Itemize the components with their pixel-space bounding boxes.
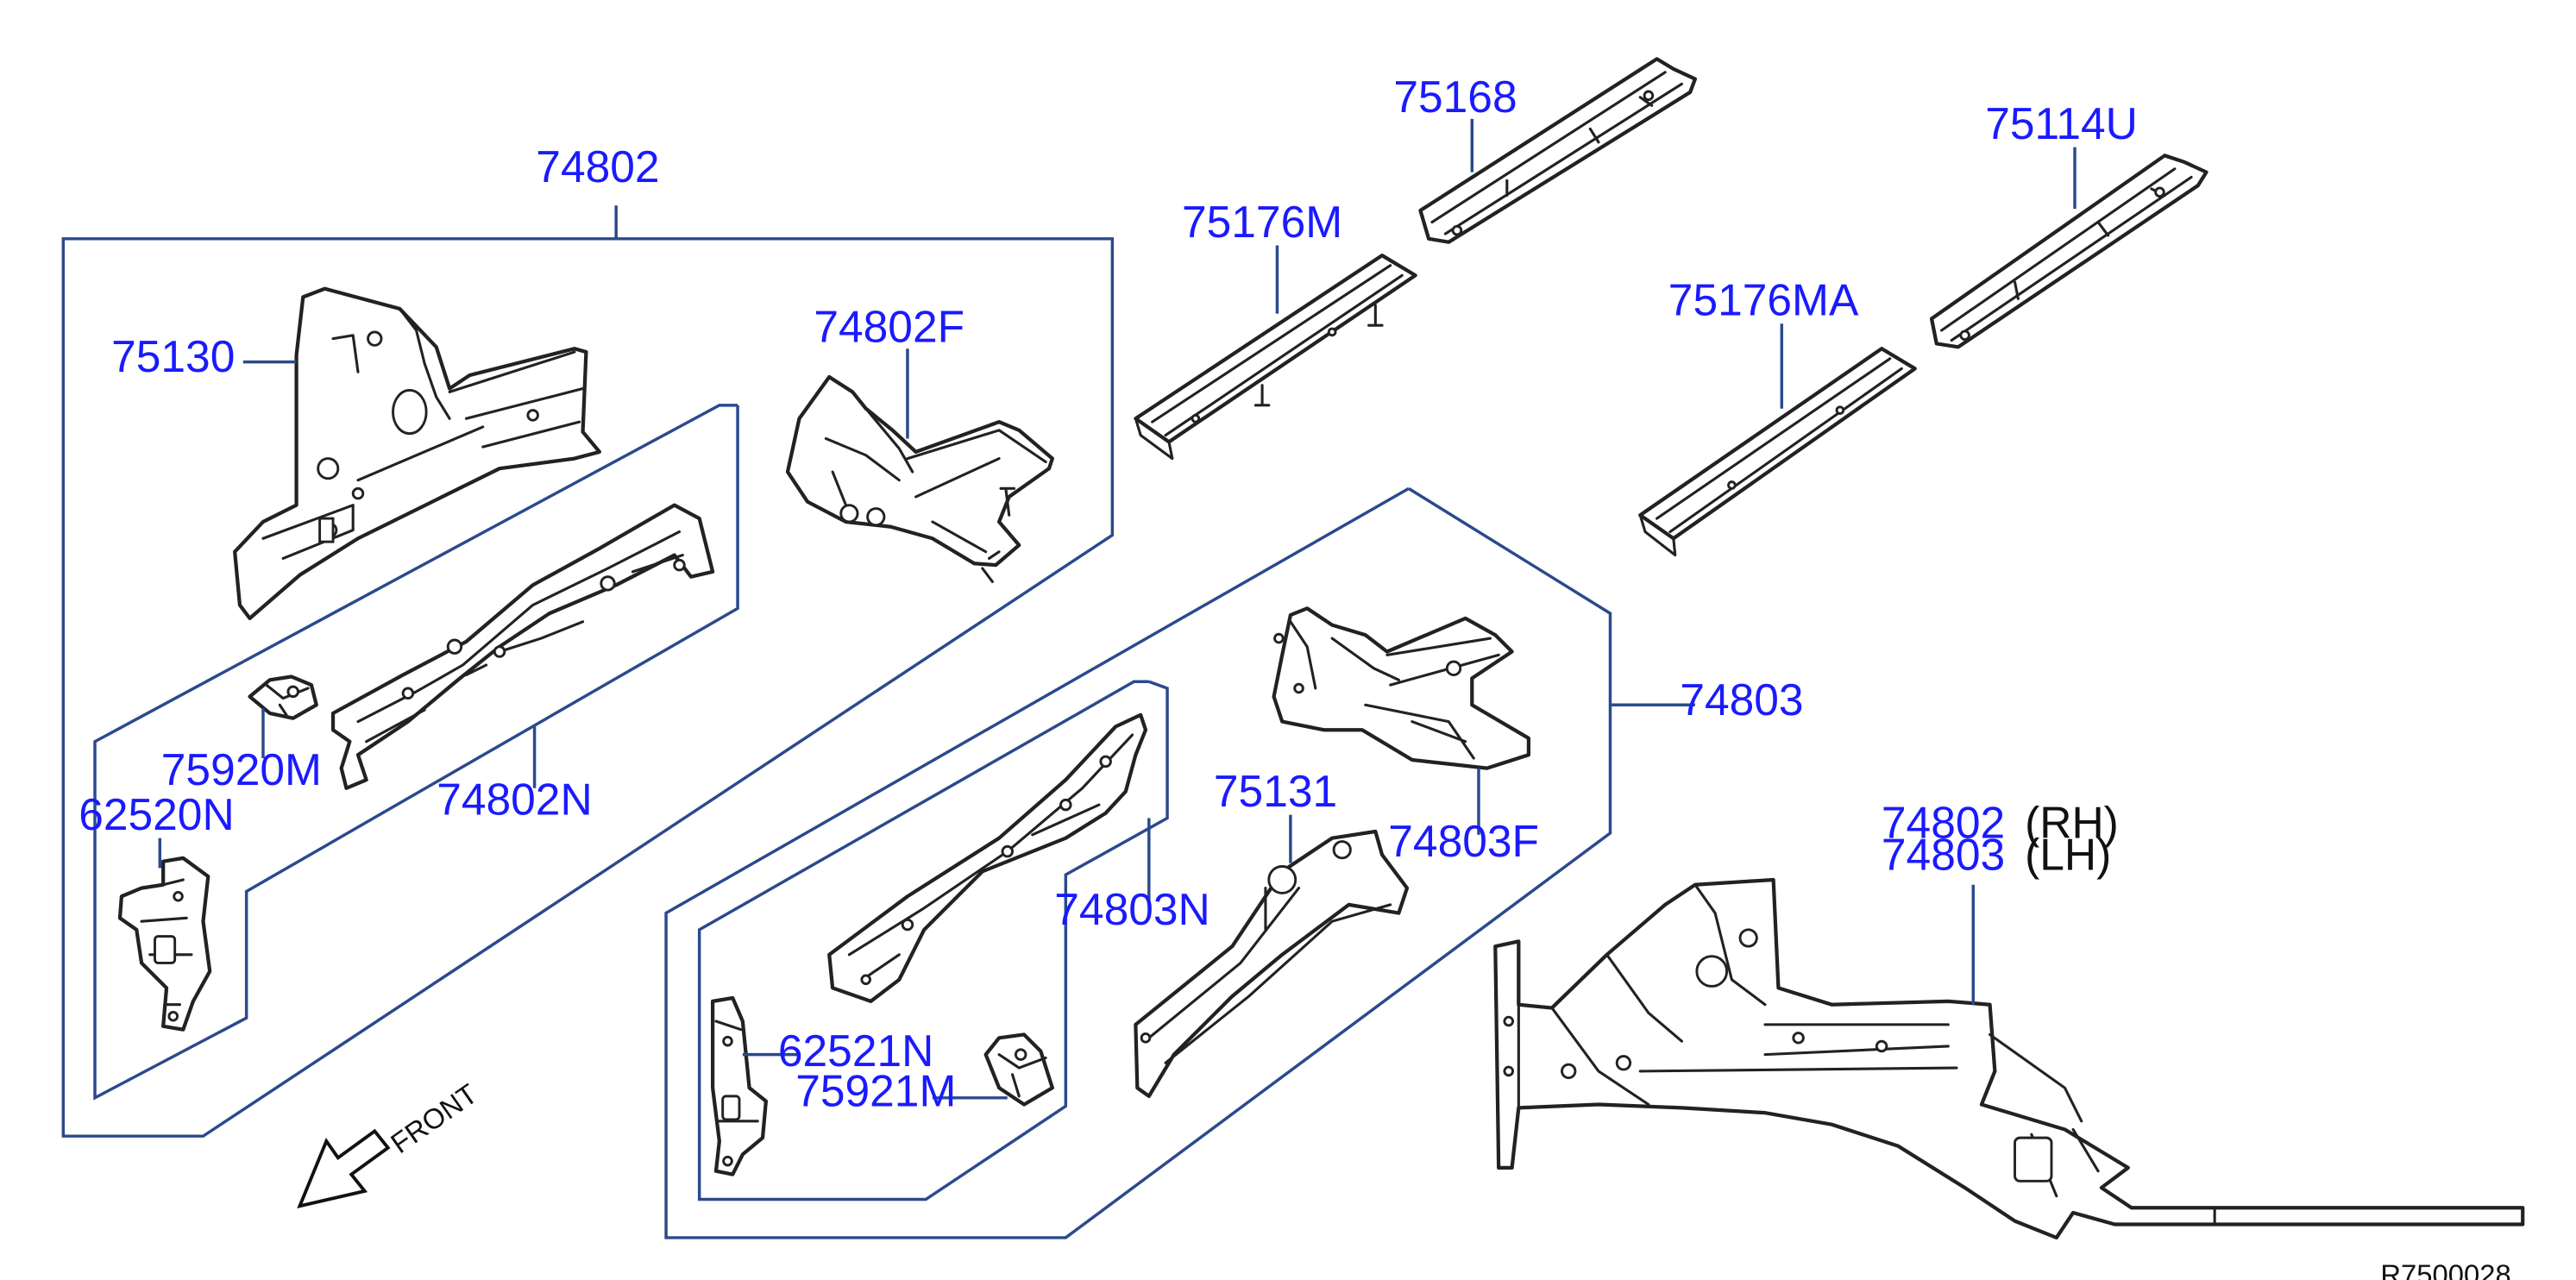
part-assembly-drawing bbox=[1493, 877, 2525, 1240]
diagram-code: R7500028 bbox=[2380, 1258, 2510, 1280]
part-75176MA-drawing bbox=[1638, 347, 1917, 557]
group-74802-outer-line bbox=[61, 205, 1115, 1138]
part-74802F-drawing bbox=[785, 374, 1055, 583]
label-74802-group: 74802 bbox=[536, 141, 659, 191]
group-outline-74802 bbox=[61, 205, 1115, 1138]
label-74803-group: 74803 bbox=[1680, 675, 1803, 725]
label-74803N: 74803N bbox=[1054, 884, 1209, 934]
label-75114U: 75114U bbox=[1985, 98, 2138, 148]
label-75176M: 75176M bbox=[1182, 197, 1342, 247]
label-75130: 75130 bbox=[111, 331, 235, 381]
label-75131: 75131 bbox=[1214, 766, 1337, 816]
label-62520N: 62520N bbox=[79, 789, 234, 839]
part-74803N-drawing bbox=[827, 712, 1148, 1003]
label-74802N: 74802N bbox=[437, 775, 592, 825]
label-75921M: 75921M bbox=[795, 1065, 956, 1115]
label-assembly-rh-side: (RH) bbox=[2025, 798, 2119, 848]
group-outline-74803 bbox=[664, 486, 1612, 1239]
label-assembly-rh-number: 74802 bbox=[1882, 798, 2005, 848]
group-74802n-inner-line bbox=[93, 404, 739, 1101]
group-74803-outer-line bbox=[664, 486, 1612, 1239]
side-labels: (RH) (LH) bbox=[2025, 798, 2119, 880]
part-75114U-drawing bbox=[1929, 154, 2208, 349]
label-75920M: 75920M bbox=[161, 744, 322, 794]
label-75168: 75168 bbox=[1393, 72, 1517, 122]
part-75921M-drawing bbox=[983, 1032, 1055, 1107]
part-75920M-drawing bbox=[248, 675, 318, 720]
part-62521N-drawing bbox=[710, 995, 769, 1176]
label-assembly-lh-number: 74803 bbox=[1882, 829, 2005, 879]
label-62521N: 62521N bbox=[778, 1026, 933, 1076]
part-75130-drawing bbox=[233, 286, 601, 621]
label-assembly-lh-side: (LH) bbox=[2025, 829, 2111, 879]
label-74803F: 74803F bbox=[1388, 816, 1539, 866]
front-arrow-icon bbox=[297, 1128, 391, 1208]
part-75176M-drawing bbox=[1134, 254, 1417, 461]
part-labels: 74802 75130 74802F 75920M 74802N 62520N … bbox=[79, 72, 2138, 1115]
front-indicator: FRONT bbox=[297, 1077, 483, 1208]
part-74803F-drawing bbox=[1272, 606, 1531, 770]
part-75131-drawing bbox=[1134, 829, 1410, 1098]
group-74803n-inner-line bbox=[697, 680, 1169, 1202]
part-62520N-drawing bbox=[117, 856, 212, 1032]
label-74802F: 74802F bbox=[814, 301, 964, 351]
part-74802N-drawing bbox=[330, 503, 715, 790]
label-75176MA: 75176MA bbox=[1668, 275, 1859, 325]
part-75168-drawing bbox=[1418, 57, 1698, 244]
leader-lines bbox=[158, 118, 2077, 1100]
front-label: FRONT bbox=[385, 1077, 483, 1159]
